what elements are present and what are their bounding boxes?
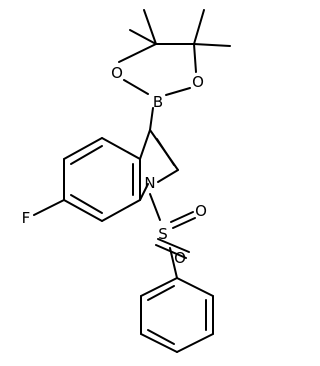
- c-b-bond: [149, 107, 154, 131]
- boron-label: B: [153, 93, 163, 111]
- molecule-svg: F N S O O B O O: [22, 9, 231, 353]
- phenyl-ring: [140, 277, 214, 353]
- atom-labels: F N S O O B O O: [22, 64, 207, 267]
- structure-diagram: F N S O O B O O: [22, 9, 231, 353]
- n-s-bond: [149, 193, 161, 221]
- ester-oxygen-right-label: O: [192, 73, 204, 91]
- pinacol-boronate-ring: [118, 9, 231, 96]
- c-f-bond: [33, 199, 65, 216]
- sulfonyl-oxygen-lower-label: O: [174, 249, 186, 267]
- indole-pyrrole-ring: [139, 129, 179, 201]
- sulfur-label: S: [158, 225, 168, 243]
- sulfonyl-oxygen-upper-label: O: [195, 202, 207, 220]
- ester-oxygen-left-label: O: [111, 64, 123, 82]
- s-phenyl-bond: [169, 247, 178, 279]
- nitrogen-label: N: [144, 174, 155, 192]
- indole-benzene-ring: [63, 137, 141, 222]
- fluorine-label: F: [22, 209, 31, 227]
